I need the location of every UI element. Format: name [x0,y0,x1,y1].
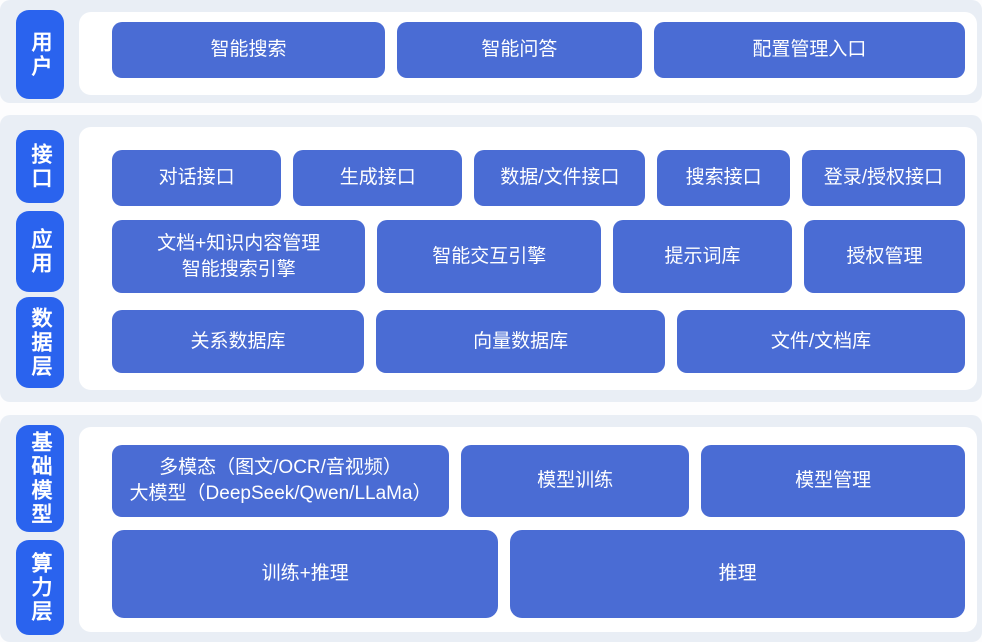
band-bottom-layers: 基础模型 算力层 多模态（图文/OCR/音视频） 大模型（DeepSeek/Qw… [0,415,982,642]
block-vector-db: 向量数据库 [376,310,666,373]
layer-label-application: 应用 [16,211,64,292]
layer-label-interface: 接口 [16,130,64,203]
block-model-training: 模型训练 [461,445,690,517]
band-user-layer: 用户 智能搜索 智能问答 配置管理入口 [0,0,982,103]
row-data-stores: 关系数据库 向量数据库 文件/文档库 [112,310,965,373]
row-compute: 训练+推理 推理 [112,530,965,618]
block-config-entry: 配置管理入口 [653,22,965,78]
panel-middle: 对话接口 生成接口 数据/文件接口 搜索接口 登录/授权接口 文档+知识内容管理… [79,127,977,390]
block-data-file-api: 数据/文件接口 [474,150,646,206]
block-dialog-api: 对话接口 [112,150,282,206]
row-models: 多模态（图文/OCR/音视频） 大模型（DeepSeek/Qwen/LLaMa）… [112,445,965,517]
block-relational-db: 关系数据库 [112,310,365,373]
block-login-auth-api: 登录/授权接口 [801,150,965,206]
layer-label-data: 数据层 [16,297,64,388]
row-interfaces: 对话接口 生成接口 数据/文件接口 搜索接口 登录/授权接口 [112,150,965,206]
block-model-management: 模型管理 [701,445,965,517]
row-applications: 文档+知识内容管理 智能搜索引擎 智能交互引擎 提示词库 授权管理 [112,220,965,293]
layer-label-foundation-model: 基础模型 [16,425,64,532]
block-doc-knowledge-engine: 文档+知识内容管理 智能搜索引擎 [112,220,366,293]
layer-label-user: 用户 [16,10,64,99]
layer-label-compute: 算力层 [16,540,64,635]
block-training-inference: 训练+推理 [112,530,499,618]
panel-bottom: 多模态（图文/OCR/音视频） 大模型（DeepSeek/Qwen/LLaMa）… [79,427,977,632]
block-auth-mgmt: 授权管理 [803,220,965,293]
block-inference: 推理 [510,530,965,618]
block-smart-qa: 智能问答 [396,22,642,78]
block-multimodal-llm: 多模态（图文/OCR/音视频） 大模型（DeepSeek/Qwen/LLaMa） [112,445,450,517]
block-interaction-engine: 智能交互引擎 [377,220,602,293]
block-file-doc-store: 文件/文档库 [677,310,965,373]
band-middle-layers: 接口 应用 数据层 对话接口 生成接口 数据/文件接口 搜索接口 登录/授权接口… [0,115,982,402]
row-user-entries: 智能搜索 智能问答 配置管理入口 [112,22,965,78]
block-generation-api: 生成接口 [293,150,463,206]
block-prompt-library: 提示词库 [613,220,792,293]
panel-user: 智能搜索 智能问答 配置管理入口 [79,12,977,95]
block-search-api: 搜索接口 [657,150,790,206]
block-smart-search: 智能搜索 [112,22,385,78]
